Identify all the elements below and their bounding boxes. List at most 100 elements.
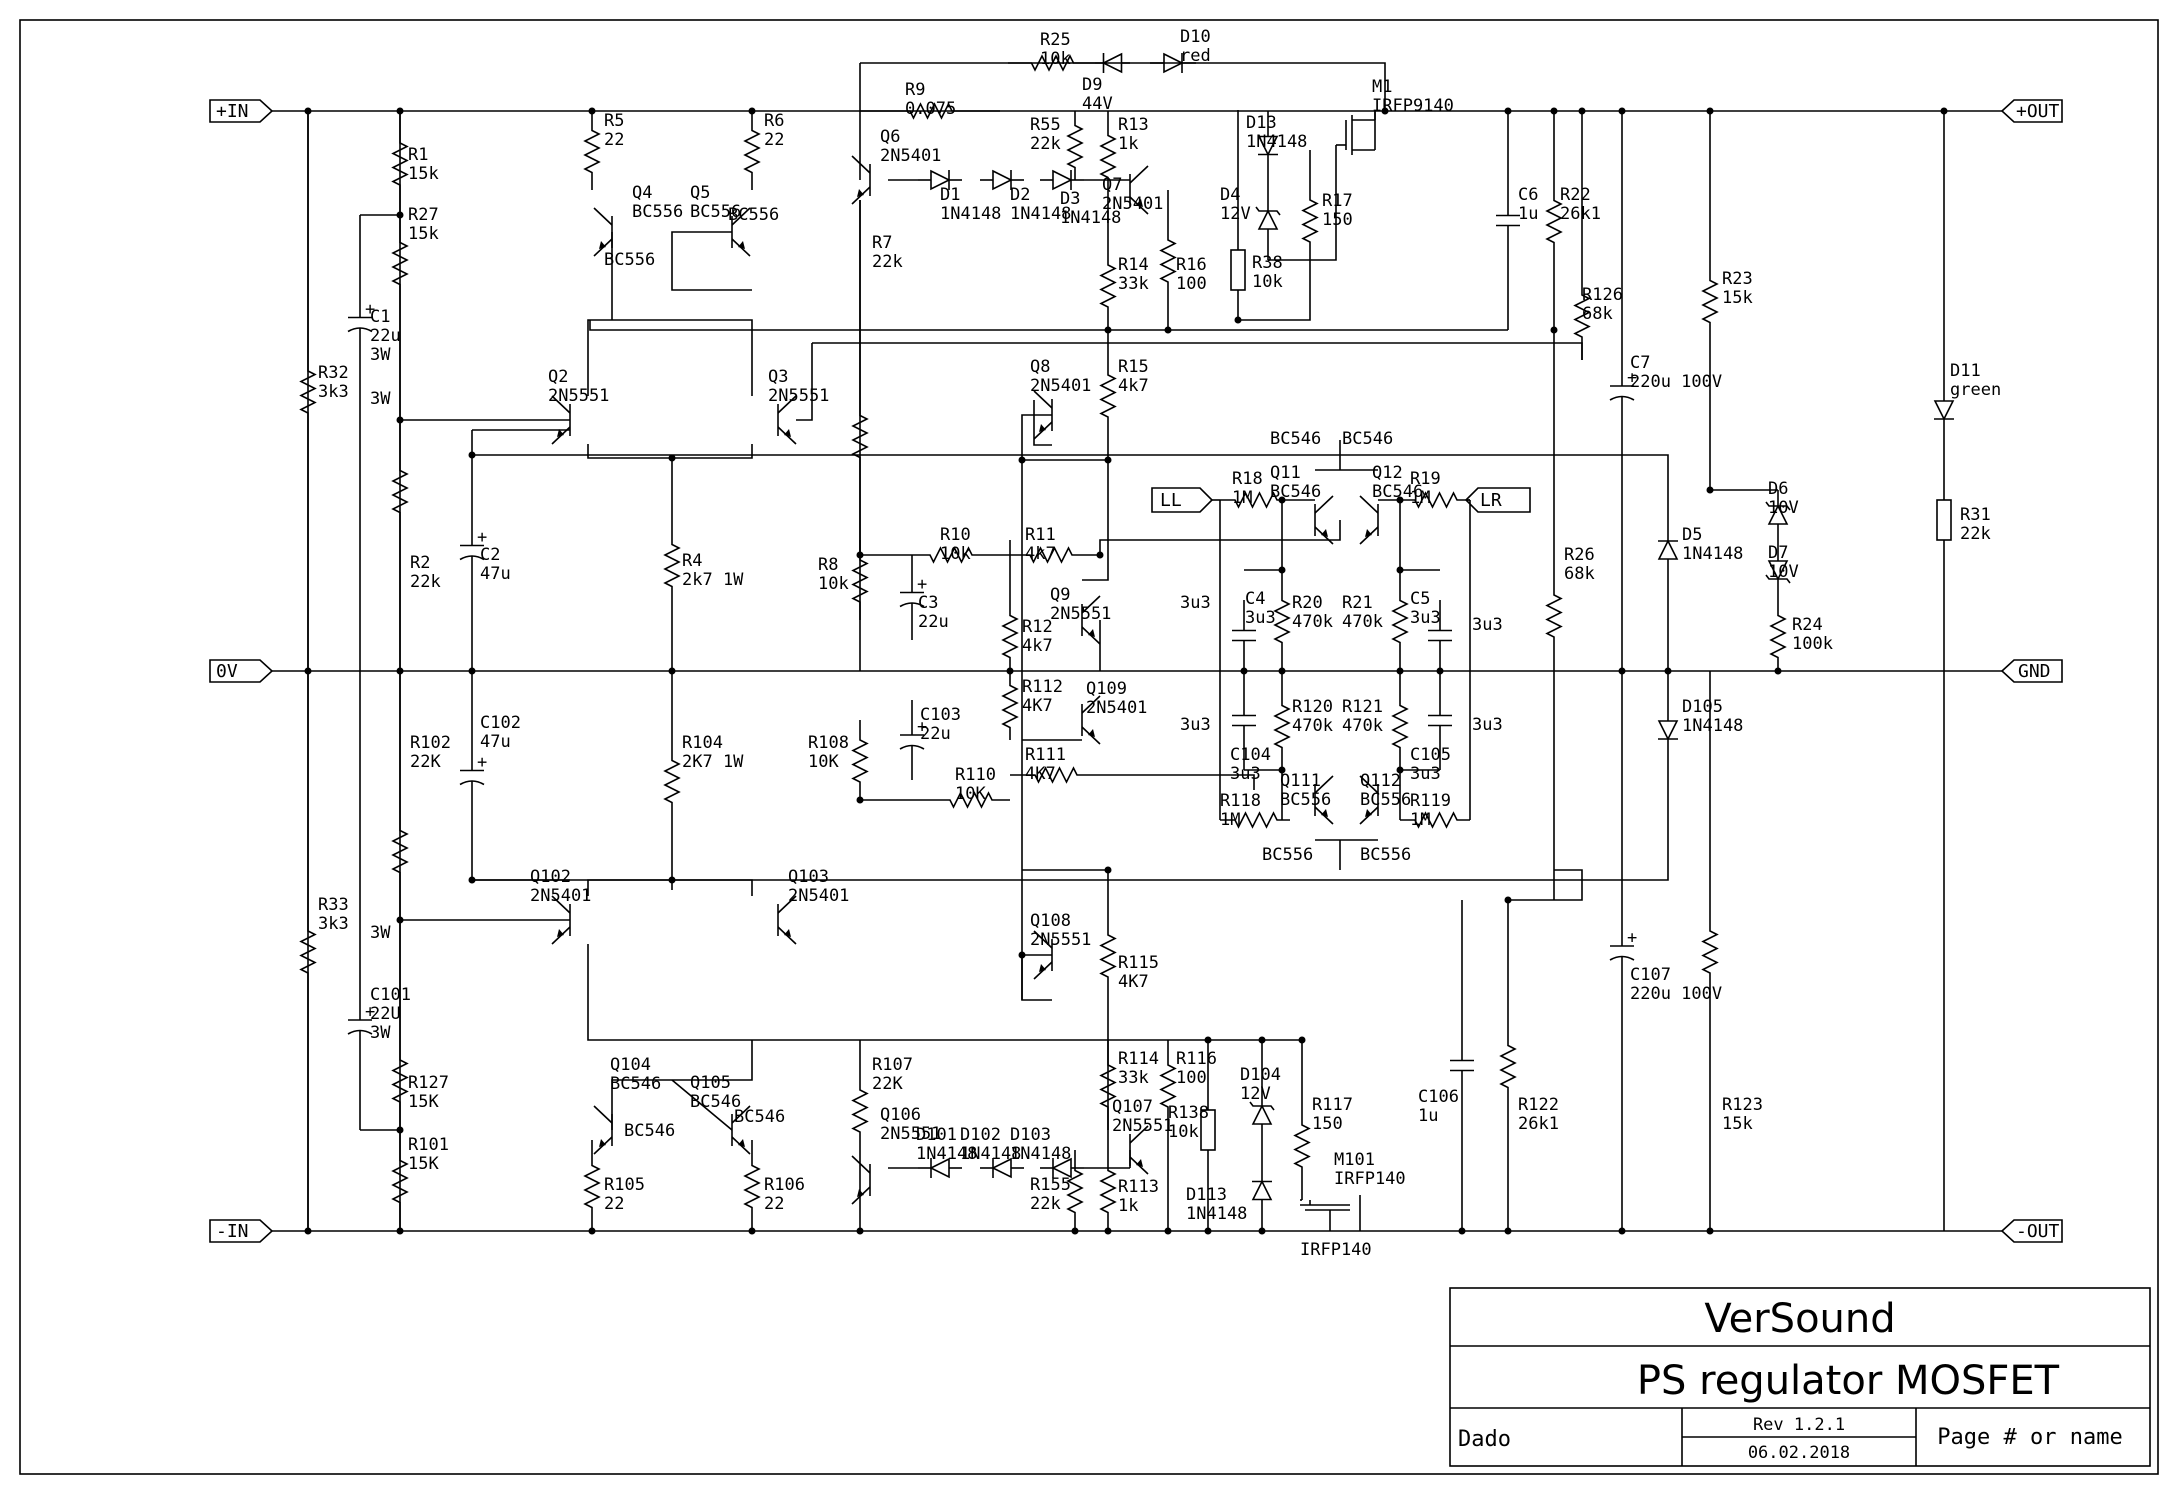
port-neg-in[interactable]: -IN (209, 1219, 274, 1243)
part-ref: D105 (1682, 697, 1723, 717)
part-ref: Q105 (690, 1073, 731, 1093)
port-pos-out[interactable]: +OUT (2000, 99, 2063, 123)
part-value: 100k (1792, 634, 1833, 654)
part-value: 1k (1118, 1196, 1138, 1216)
junction-dot (1104, 456, 1112, 464)
part-ref: D9 (1082, 75, 1102, 95)
part-value: 3W (370, 345, 391, 365)
junction-dot (1706, 1227, 1714, 1235)
plus-sign: + (1627, 928, 1637, 948)
part-value: 2N5551 (548, 386, 609, 406)
part-ref: R107 (872, 1055, 913, 1075)
cap-value-c104: 3u3 (1180, 715, 1211, 735)
port-neg-out[interactable]: -OUT (2000, 1219, 2063, 1243)
port-zero-v[interactable]: 0V (209, 659, 274, 683)
wire (589, 320, 1108, 331)
junction-dot (1234, 316, 1242, 324)
part-value: 22k (872, 252, 903, 272)
q12-type: BC546 (1342, 429, 1393, 449)
wire (671, 231, 752, 291)
part-value: 2N5551 (880, 1124, 941, 1144)
c1-note: 3W (370, 389, 391, 409)
part-value: 3u3 (1245, 608, 1276, 628)
part-ref: R4 (682, 551, 702, 571)
part-note: 3W (370, 389, 391, 409)
part-ref: R7 (872, 233, 892, 253)
port-pos-in[interactable]: +IN (209, 99, 274, 123)
port-ll[interactable]: LL (1151, 487, 1214, 513)
junction-dot (1396, 667, 1404, 675)
part-value: 1N4148 (1010, 1144, 1071, 1164)
part-value: 3W (370, 1023, 391, 1043)
part-value: 22K (872, 1074, 903, 1094)
wire (587, 319, 753, 396)
wire (472, 760, 1669, 881)
part-ref: Q4 (632, 183, 652, 203)
company-name: VerSound (1704, 1296, 1895, 1342)
part-value: 1N4148 (960, 1144, 1021, 1164)
part-ref: Q12 (1372, 463, 1403, 483)
junction-dot (1774, 667, 1782, 675)
part-value: 2N5401 (1102, 194, 1163, 214)
part-value: 33k (1118, 274, 1149, 294)
junction-dot (1706, 486, 1714, 494)
part-ref: C103 (920, 705, 961, 725)
port-gnd[interactable]: GND (2000, 659, 2063, 683)
port-lr[interactable]: LR (1464, 487, 1531, 513)
part-value: 3u3 (1472, 615, 1503, 635)
part-ref: R101 (408, 1135, 449, 1155)
part-ref: R20 (1292, 593, 1323, 613)
junction-dot (1278, 766, 1286, 774)
part-ref: R23 (1722, 269, 1753, 289)
part-value: 100 (1176, 1068, 1207, 1088)
junction-dot (1504, 1227, 1512, 1235)
junction-dot (1504, 107, 1512, 115)
part-ref: C3 (918, 593, 938, 613)
part-value: 4k7 (1118, 376, 1149, 396)
part-value: green (1950, 380, 2001, 400)
part-value: 3k3 (318, 382, 349, 402)
junction-dot (1258, 1227, 1266, 1235)
junction-dot (588, 1227, 596, 1235)
part-value: 2N5401 (788, 886, 849, 906)
part-ref: R113 (1118, 1177, 1159, 1197)
part-ref: D104 (1240, 1065, 1281, 1085)
part-ref: D1 (940, 185, 960, 205)
junction-dot (468, 876, 476, 884)
junction-dot (396, 1126, 404, 1134)
part-ref: D102 (960, 1125, 1001, 1145)
junction-dot (1504, 896, 1512, 904)
junction-dot (1006, 667, 1014, 675)
part-value: 1N4148 (1060, 208, 1121, 228)
part-ref: R5 (604, 111, 624, 131)
part-value: BC556 (632, 202, 683, 222)
part-value: 1u (1518, 204, 1538, 224)
